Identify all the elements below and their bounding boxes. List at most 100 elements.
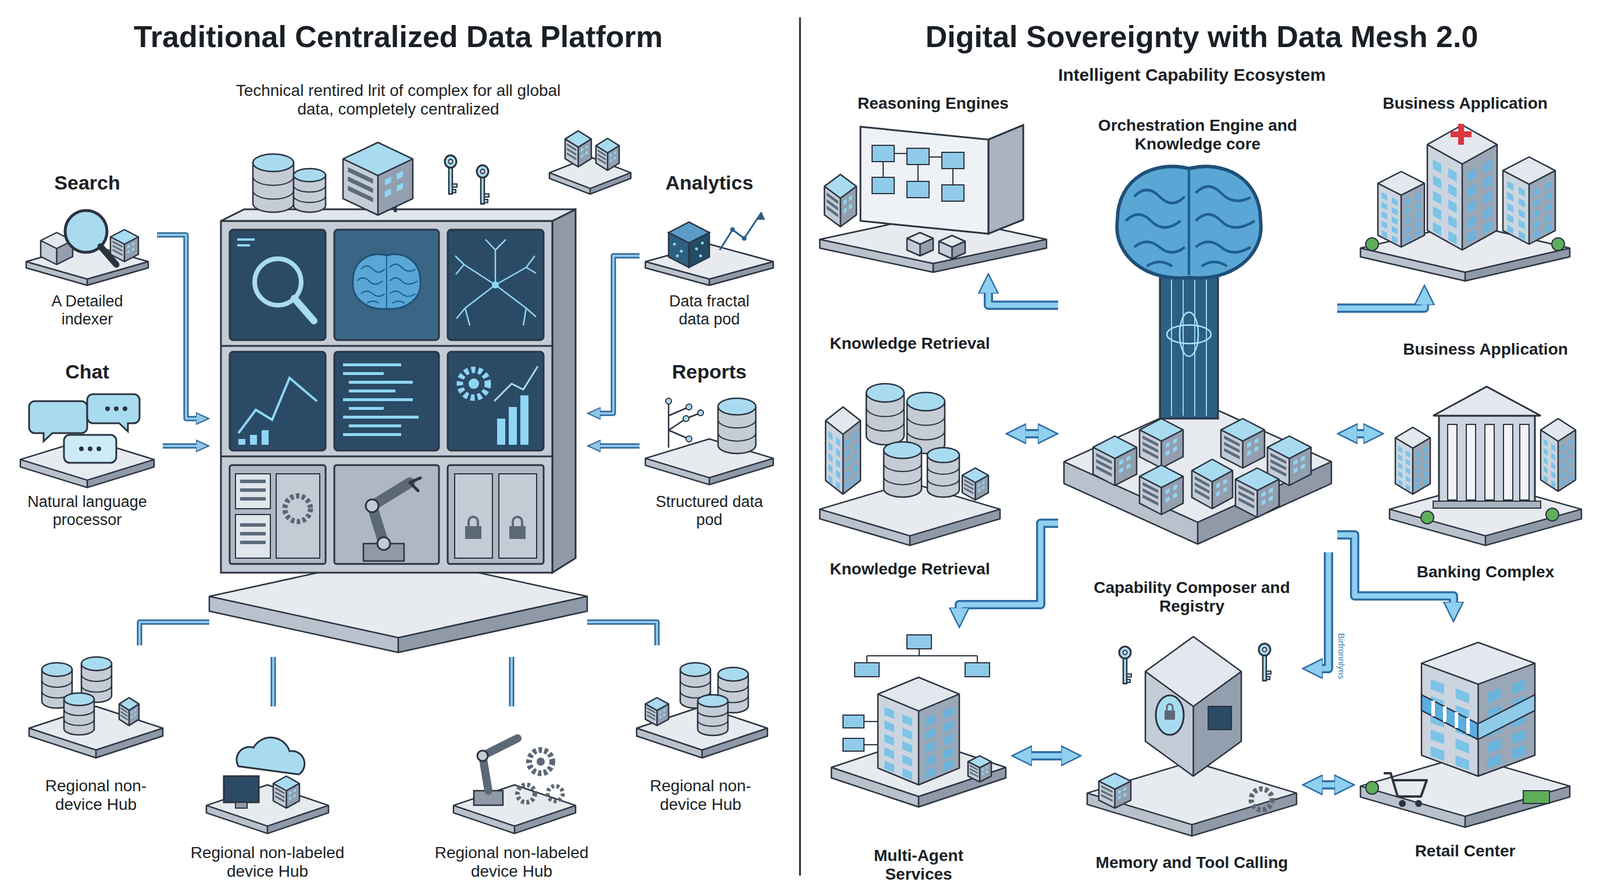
multi-agent-icon xyxy=(866,648,978,663)
connector-core xyxy=(272,656,275,707)
central-tower xyxy=(343,142,413,216)
analytics-icon xyxy=(701,241,705,245)
central-tower xyxy=(520,395,529,445)
connector-core xyxy=(600,444,640,448)
reasoning-engine-icon xyxy=(819,125,1047,273)
reports-icon xyxy=(668,401,701,448)
central-tower xyxy=(220,220,553,573)
regional-hub: Regional non-labeled device Hub xyxy=(406,706,617,881)
connector-core xyxy=(1322,552,1329,669)
central-tower xyxy=(409,477,421,491)
central-tower xyxy=(240,488,266,492)
retail-icon xyxy=(1433,700,1469,734)
panel: Traditional Centralized Data PlatformSea… xyxy=(0,0,797,893)
connector-outline xyxy=(1356,429,1364,439)
chat-icon xyxy=(20,394,155,488)
device-hub-icon xyxy=(206,737,329,834)
node-label: Reasoning Engines xyxy=(857,94,1009,113)
vault-icon xyxy=(1166,704,1173,711)
knowledge-store-icon xyxy=(883,441,922,498)
analytics-icon xyxy=(676,254,680,258)
node-label: Regional non-labeled device Hub xyxy=(424,843,599,881)
business-node: Retail Center xyxy=(1354,622,1576,861)
pipe-connector xyxy=(511,656,513,707)
reasoning-engine-icon xyxy=(988,125,1024,234)
node-label: Business Application xyxy=(1402,340,1569,359)
central-tower xyxy=(240,531,266,536)
central-tower xyxy=(220,455,553,458)
node-label: Orchestration Engine and Knowledge core xyxy=(1093,116,1303,154)
central-tower xyxy=(235,473,271,509)
central-tower xyxy=(476,165,489,204)
regional-hub-icon xyxy=(636,662,768,759)
service-node: SearchA Detailed indexer xyxy=(17,171,157,329)
analytics-icon xyxy=(645,212,774,286)
connector-core xyxy=(1031,753,1062,759)
orchestration-core-icon xyxy=(1171,279,1207,416)
central-tower xyxy=(220,345,553,348)
central-tower xyxy=(494,366,538,402)
bank-icon xyxy=(1438,415,1535,506)
analytics-icon xyxy=(719,212,762,250)
central-tower xyxy=(229,465,326,564)
regional-hub-icon xyxy=(29,706,163,759)
multi-agent-icon xyxy=(877,677,960,785)
central-tower xyxy=(465,526,482,539)
central-tower xyxy=(343,372,384,375)
connector-core xyxy=(162,444,197,448)
retail-icon xyxy=(1421,694,1478,740)
connector-outline xyxy=(162,443,197,449)
orchestration-core-icon xyxy=(1116,166,1262,278)
connector-outline xyxy=(1322,780,1335,790)
multi-agent-icon xyxy=(831,634,1006,807)
data-flow-arrow xyxy=(1322,552,1329,669)
reasoning-engine-icon xyxy=(906,181,930,198)
bank-icon xyxy=(1433,386,1541,416)
connector-outline xyxy=(270,656,277,707)
multi-agent-icon xyxy=(863,721,878,745)
floating-server xyxy=(565,130,592,167)
multi-agent-icon xyxy=(843,738,864,752)
node-label: Business Application xyxy=(1382,94,1548,113)
section-label: Intelligent Capability Ecosystem xyxy=(1017,65,1367,86)
connector-outline xyxy=(156,234,197,419)
orchestration-core-icon xyxy=(1191,459,1233,509)
connector-core xyxy=(510,656,513,707)
central-tower xyxy=(293,168,326,213)
data-flow-arrow xyxy=(988,293,1059,306)
business-node: Business Application xyxy=(1354,94,1576,285)
pipe-connector xyxy=(600,255,640,414)
orchestration-core-icon xyxy=(1063,401,1332,545)
central-tower xyxy=(334,351,439,451)
connector-core xyxy=(988,293,1059,306)
pipe-connector xyxy=(587,622,657,646)
bank-icon xyxy=(1389,386,1582,546)
hospital-icon xyxy=(1502,156,1556,245)
central-tower xyxy=(348,424,402,428)
orchestration-core-icon xyxy=(1220,418,1265,469)
central-tower xyxy=(459,369,488,398)
vault-icon xyxy=(1119,646,1132,684)
orchestration-core-icon xyxy=(1139,418,1184,469)
bank-icon xyxy=(1540,418,1576,492)
regional-hub: Regional non-labeled device Hub xyxy=(162,706,373,881)
bank-icon xyxy=(1466,424,1476,500)
node-label: Search xyxy=(54,171,120,195)
hospital-icon xyxy=(1365,237,1379,251)
pipe-connector xyxy=(162,445,197,447)
device-hub-icon xyxy=(529,750,553,774)
central-tower xyxy=(447,229,544,341)
knowledge-store-icon xyxy=(962,468,989,500)
node-label: Technical rentired lrit of complex for a… xyxy=(235,81,562,119)
business-node: Business ApplicationBanking Complex xyxy=(1383,340,1588,582)
chat-icon xyxy=(63,434,117,463)
node-caption: Memory and Tool Calling xyxy=(1095,853,1289,873)
reasoning-engine-icon xyxy=(941,184,964,202)
orchestration-core-icon xyxy=(1093,436,1137,486)
central-tower xyxy=(261,430,269,445)
regional-hub-icon xyxy=(645,697,669,726)
regional-hub: Regional non-device Hub xyxy=(23,645,169,814)
node-label: Knowledge Retrieval xyxy=(829,334,990,353)
